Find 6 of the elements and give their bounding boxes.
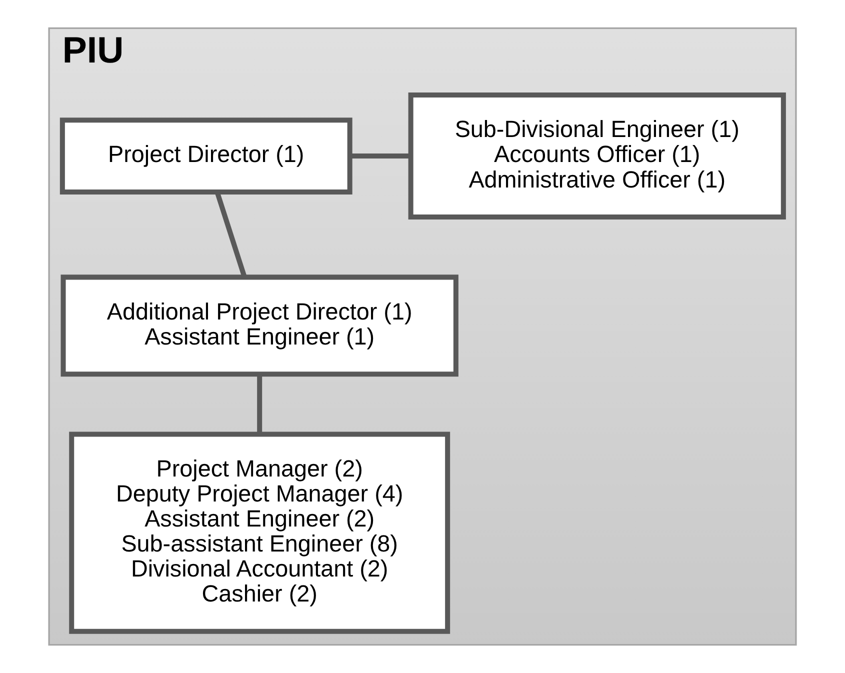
- node-box: Project Director (1): [60, 118, 352, 194]
- node-box: Project Manager (2) Deputy Project Manager (4) Assistant Engineer (2) Sub-assistant Engineer (8) Divisional Accountant (2) Cashier (2): [69, 432, 450, 634]
- node-box: Additional Project Director (1) Assistant Engineer (1): [60, 274, 458, 377]
- connector: [257, 374, 262, 434]
- connector: [350, 154, 411, 159]
- node-box: Sub-Divisional Engineer (1) Accounts Officer (1) Administrative Officer (1): [408, 92, 786, 220]
